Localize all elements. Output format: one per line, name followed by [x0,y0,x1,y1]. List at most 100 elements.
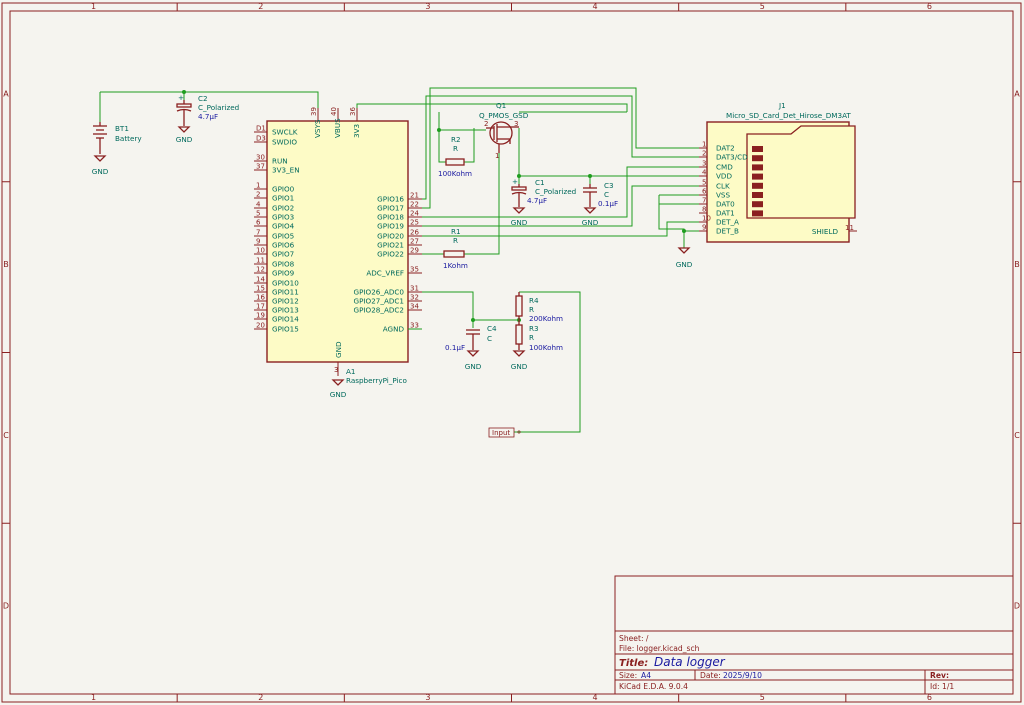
capacitor-c2[interactable]: + C2 C_Polarized 4.7µF GND [176,93,239,144]
pico-pin-num-37: 37 [256,163,265,171]
pmos-q1[interactable]: 2 3 1 Q1 Q_PMOS_GSD [479,101,529,160]
pico-pin-name-3v3: 3V3 [352,124,361,138]
pico-pin-name-gpio9: GPIO9 [272,269,295,278]
tb-size: A4 [641,671,651,680]
pico-pin-name-gpio0: GPIO0 [272,185,295,194]
resistor-r2[interactable]: R2 R 100Kohm [438,135,472,178]
pico-pin-num-39: 39 [310,107,318,116]
pico-pin-name-gpio6: GPIO6 [272,241,295,250]
tb-title: Data logger [654,655,726,669]
pico-pin-name-swdio: SWDIO [272,138,297,147]
r1-ref: R1 [451,227,461,236]
pico-pin-name-run: RUN [272,157,288,166]
svg-text:+: + [512,177,518,186]
pico-pin-name-gpio20: GPIO20 [377,232,404,241]
c2-ref: C2 [198,94,208,103]
pico-pin-num-31: 31 [410,285,419,293]
pico-pin-num-17: 17 [256,303,265,311]
pico-pin-num-35: 35 [410,266,419,274]
pico-pin-num-20: 20 [256,322,265,330]
svg-text:2: 2 [484,120,488,128]
r2-value2: 100Kohm [438,169,472,178]
tb-id: Id: 1/1 [930,682,954,691]
sd-pin-num-3: 3 [702,160,706,168]
sd-contact-pad [752,164,763,171]
pico-pin-name-gpio11: GPIO11 [272,288,299,297]
capacitor-c3[interactable]: C3 C 0.1µF GND [582,181,618,227]
pico-pin-num-7: 7 [256,229,260,237]
sd-pin-name-dat3-cd: DAT3/CD [716,153,748,162]
frame-row-right-B: B [1014,260,1020,269]
input-net-label[interactable]: Input [488,427,521,438]
sd-contact-pad [752,182,763,189]
input-label-text: Input [492,429,510,437]
pico-pin-name-gpio14: GPIO14 [272,315,299,324]
resistor-r4[interactable]: R4 R 200Kohm [515,292,563,323]
capacitor-c1[interactable]: + C1 C_Polarized 4.7µF GND [511,177,576,227]
frame-col-bottom-6: 6 [927,693,932,702]
tb-date-label: Date: [700,671,721,680]
tb-sheet: Sheet: / [619,634,649,643]
pico-pin-num-34: 34 [410,303,419,311]
pico-pin-name-gpio13: GPIO13 [272,306,299,315]
c2-value: C_Polarized [198,103,239,112]
pico-pin-num-11: 11 [256,257,265,265]
tb-size-label: Size: [619,671,637,680]
frame-col-top-4: 4 [593,2,598,11]
svg-text:1: 1 [495,152,499,160]
c3-ref: C3 [604,181,614,190]
j1-value: Micro_SD_Card_Det_Hirose_DM3AT [726,111,851,120]
pico-pin-name-gpio15: GPIO15 [272,325,299,334]
frame-row-left-C: C [3,431,9,440]
r3-value2: 100Kohm [529,343,563,352]
c3-value: C [604,190,609,199]
sd-shield-label: SHIELD [812,227,839,236]
pico-pin-num-15: 15 [256,285,265,293]
gnd-label-c2: GND [176,135,193,144]
a1-value: RaspberryPi_Pico [346,376,407,385]
sd-pin-name-vss: VSS [716,191,730,200]
frame-row-right-D: D [1014,602,1020,611]
pico-pin-num-29: 29 [410,247,419,255]
c4-value: C [487,334,492,343]
capacitor-c4[interactable]: C4 C 0.1µF GND [445,324,497,371]
pico-pin-num-9: 9 [256,238,260,246]
pico-pin-num-26: 26 [410,229,419,237]
pico-pin-name-gpio22: GPIO22 [377,250,404,259]
pico-pin-name-gpio28_adc2: GPIO28_ADC2 [354,306,404,315]
r2-value: R [453,144,458,153]
pico-pin-name-gpio8: GPIO8 [272,260,295,269]
pico-pin-num-D1: D1 [256,125,266,133]
battery-bt1[interactable]: BT1 Battery GND [92,122,143,176]
gnd-label-c4: GND [465,362,482,371]
gnd-label-j1: GND [676,260,693,269]
pico-pin-name-gnd: GND [334,341,343,358]
svg-text:+: + [178,93,184,102]
pico-pin-num-27: 27 [410,238,419,246]
resistor-r1[interactable]: R1 R 1Kohm [443,227,468,270]
gnd-label-c3: GND [582,218,599,227]
pico-pin-num-12: 12 [256,266,265,274]
resistor-r3[interactable]: R3 R 100Kohm GND [511,320,563,371]
pico-pin-num-33: 33 [410,322,419,330]
frame-col-bottom-1: 1 [91,693,96,702]
sd-pin-name-dat0: DAT0 [716,200,735,209]
pico-pin-num-36: 36 [349,107,357,116]
pico-pin-num-14: 14 [256,276,265,284]
bt1-ref: BT1 [115,124,129,133]
frame-row-left-D: D [3,602,9,611]
pico-pin-num-25: 25 [410,219,419,227]
pico-pin-name-gpio5: GPIO5 [272,232,294,241]
sd-shield-num: 11 [845,224,854,232]
a1-ref: A1 [346,367,356,376]
pico-pin-num-10: 10 [256,247,265,255]
frame-col-bottom-5: 5 [760,693,765,702]
bt1-value: Battery [115,134,142,143]
tb-rev-label: Rev: [930,671,949,680]
sd-pin-num-7: 7 [702,197,706,205]
sd-pin-num-5: 5 [702,179,706,187]
